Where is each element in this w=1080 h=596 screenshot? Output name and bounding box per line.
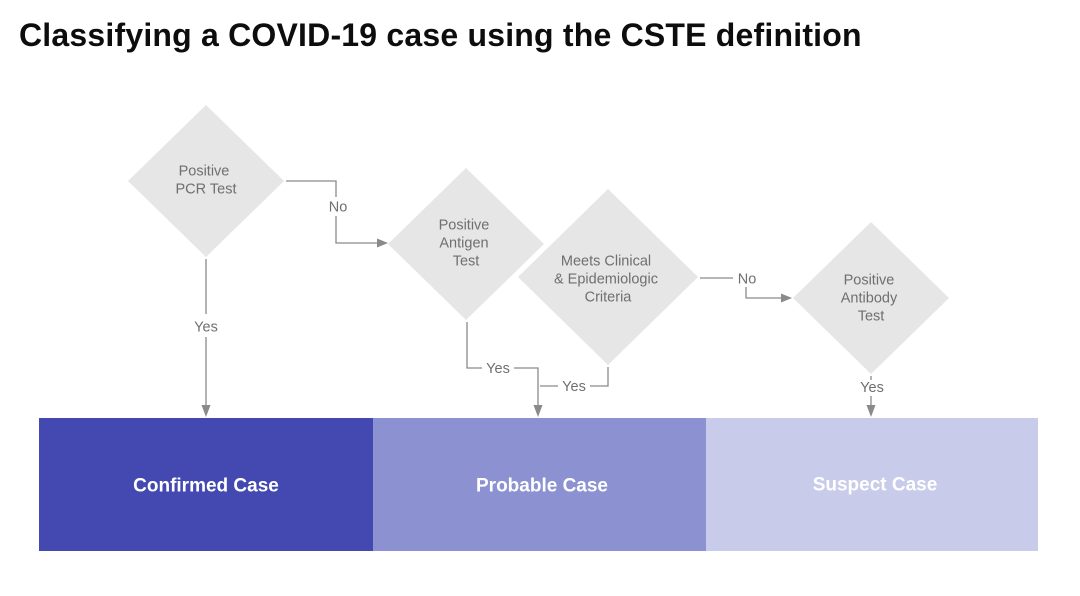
- pcr-text: Positive PCR Test: [176, 164, 237, 198]
- clinical-line-3: Criteria: [585, 290, 633, 306]
- outcome-suspect-box: [706, 418, 1038, 551]
- antibody-text: Positive Antibody Test: [841, 273, 901, 325]
- clinical-line-2: & Epidemiologic: [554, 272, 658, 288]
- clinical-diamond: [518, 189, 698, 365]
- edge-clinical-yes-line-right: [590, 367, 609, 387]
- edge-clinical-no-label: No: [738, 272, 757, 288]
- edge-pcr-yes-label: Yes: [194, 320, 218, 336]
- edge-pcr-no-label: No: [329, 200, 348, 216]
- edge-antigen-yes: Yes: [466, 322, 543, 417]
- outcome-probable: Probable Case: [373, 418, 706, 551]
- clinical-line-1: Meets Clinical: [561, 254, 651, 270]
- page-title: Classifying a COVID-19 case using the CS…: [19, 17, 862, 53]
- antigen-line-3: Test: [453, 254, 480, 270]
- edge-antigen-yes-label: Yes: [486, 361, 510, 377]
- pcr-diamond: [128, 105, 284, 257]
- antibody-line-1: Positive: [844, 273, 895, 289]
- edge-pcr-no-line-bottom: [335, 216, 378, 244]
- outcome-confirmed: Confirmed Case: [39, 418, 373, 551]
- antibody-diamond: [793, 222, 949, 374]
- edge-clinical-no-line-bottom: [745, 287, 782, 299]
- edge-pcr-yes-arrow: [201, 405, 211, 417]
- outcome-probable-label: Probable Case: [476, 476, 608, 497]
- edge-pcr-no-line-top: [286, 180, 337, 197]
- edge-pcr-no: No: [286, 180, 388, 248]
- outcome-confirmed-box: [39, 418, 373, 551]
- antigen-line-1: Positive: [439, 218, 490, 234]
- antibody-line-2: Antibody: [841, 291, 898, 307]
- node-antibody-test: Positive Antibody Test: [793, 222, 949, 374]
- edge-antibody-yes: Yes: [860, 376, 884, 417]
- edge-pcr-yes: Yes: [194, 259, 218, 417]
- pcr-line-2: PCR Test: [176, 182, 237, 198]
- node-clinical-criteria: Meets Clinical & Epidemiologic Criteria: [518, 189, 698, 365]
- antigen-line-2: Antigen: [439, 236, 488, 252]
- edge-antibody-yes-arrow: [866, 405, 876, 417]
- antibody-line-3: Test: [858, 309, 885, 325]
- edge-antibody-yes-label: Yes: [860, 380, 884, 396]
- outcome-suspect: Suspect Case: [706, 418, 1038, 551]
- edge-clinical-no-arrow: [781, 293, 792, 303]
- antigen-diamond: [388, 168, 544, 320]
- pcr-line-1: Positive: [179, 164, 230, 180]
- antigen-text: Positive Antigen Test: [439, 218, 494, 270]
- edge-clinical-yes: Yes: [540, 367, 609, 395]
- outcome-suspect-label: Suspect Case: [813, 475, 938, 496]
- edge-clinical-yes-label: Yes: [562, 379, 586, 395]
- outcome-probable-box: [373, 418, 706, 551]
- edge-clinical-no: No: [700, 272, 792, 303]
- node-antigen-test: Positive Antigen Test: [388, 168, 544, 320]
- edge-pcr-no-arrow: [377, 238, 388, 248]
- outcome-confirmed-label: Confirmed Case: [133, 476, 279, 497]
- edge-antigen-yes-line-right: [514, 367, 539, 405]
- edge-antigen-yes-line-left: [466, 322, 482, 369]
- clinical-text: Meets Clinical & Epidemiologic Criteria: [554, 254, 662, 306]
- node-pcr-test: Positive PCR Test: [128, 105, 284, 257]
- edge-antigen-yes-arrow: [533, 405, 543, 417]
